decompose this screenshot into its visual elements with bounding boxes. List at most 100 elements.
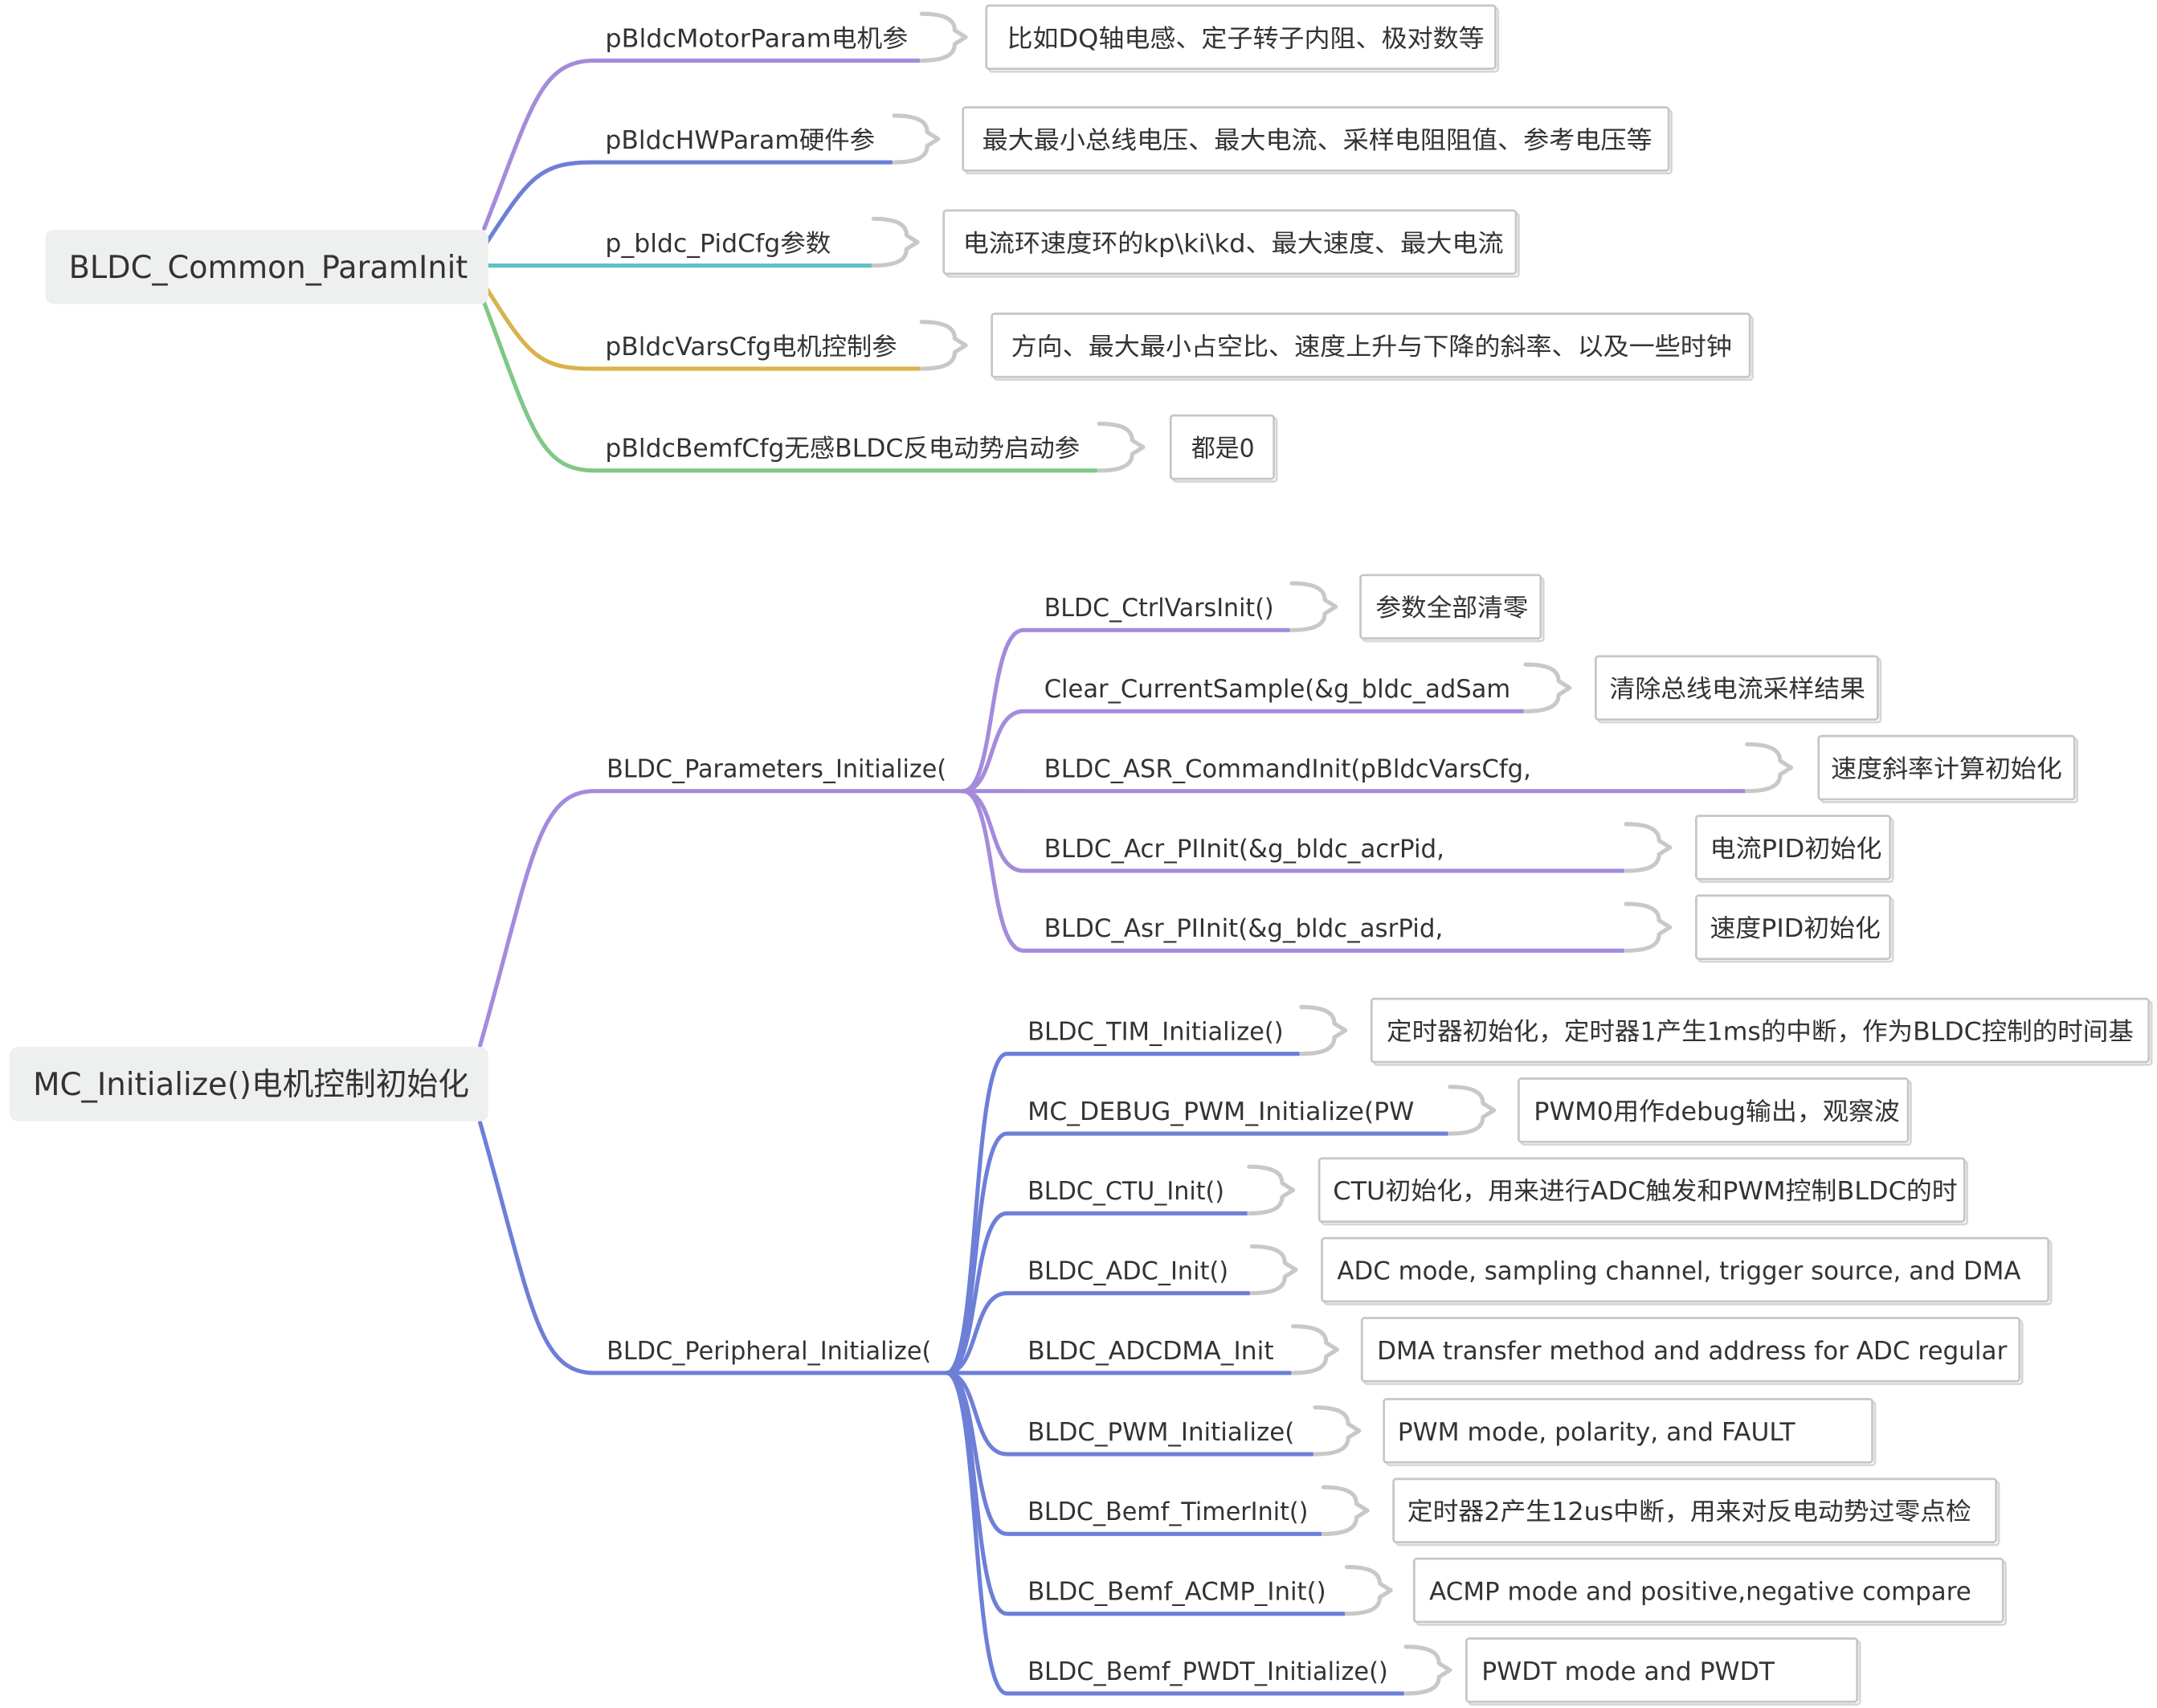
- note-brace: [1291, 1324, 1339, 1375]
- topic-label: pBldcHWParam硬件参: [605, 126, 875, 155]
- note-brace: [1745, 742, 1794, 794]
- branch-line-ctrlvarsinit: [961, 627, 1292, 794]
- note-brace: [1313, 1405, 1362, 1457]
- note-box-adc-init[interactable]: ADC mode, sampling channel, trigger sour…: [1321, 1236, 2053, 1306]
- note-box-clear-currentsample[interactable]: 清除总线电流采样结果: [1594, 655, 1882, 724]
- note-brace: [919, 11, 968, 63]
- topic-bldc-peripheral-initialize[interactable]: BLDC_Peripheral_Initialize(: [607, 1337, 931, 1366]
- root-topic-common-paraminit[interactable]: BLDC_Common_ParamInit: [45, 230, 488, 304]
- topic-label: BLDC_Bemf_TimerInit(): [1027, 1498, 1308, 1526]
- note-text: 清除总线电流采样结果: [1609, 675, 1865, 704]
- note-text: PWM0用作debug输出，观察波: [1534, 1097, 1899, 1126]
- topic-label: pBldcVarsCfg电机控制参: [605, 333, 897, 362]
- root-topic-label: BLDC_Common_ParamInit: [69, 249, 468, 286]
- topic-bldc-bemf-pwdt-initialize[interactable]: BLDC_Bemf_PWDT_Initialize(): [1027, 1657, 1388, 1686]
- topic-pbldcvarscfg[interactable]: pBldcVarsCfg电机控制参: [605, 333, 897, 362]
- topic-bldc-bemf-acmp-init[interactable]: BLDC_Bemf_ACMP_Init(): [1027, 1578, 1326, 1607]
- topic-label: BLDC_Parameters_Initialize(: [607, 755, 946, 784]
- note-box-ctrlvarsinit[interactable]: 参数全部清零: [1359, 574, 1545, 643]
- note-text: 速度斜率计算初始化: [1831, 755, 2062, 784]
- topic-bldc-ctu-init[interactable]: BLDC_CTU_Init(): [1027, 1177, 1224, 1206]
- note-box-varscfg[interactable]: 方向、最大最小占空比、速度上升与下降的斜率、以及一些时钟: [991, 313, 1754, 382]
- note-text: 电流环速度环的kp\ki\kd、最大速度、最大电流: [963, 229, 1504, 258]
- branch-line-adc-init: [944, 1291, 1252, 1375]
- topic-bldc-pwm-initialize[interactable]: BLDC_PWM_Initialize(: [1027, 1418, 1294, 1447]
- note-text: 最大最小总线电压、最大电流、采样电阻阻值、参考电压等: [982, 126, 1652, 155]
- branch-line-bemfcfg: [482, 300, 1099, 473]
- topic-bldc-acr-piinit[interactable]: BLDC_Acr_PIInit(&g_bldc_acrPid,: [1044, 835, 1444, 864]
- note-box-bemf-acmp-init[interactable]: ACMP mode and positive,negative compare: [1412, 1557, 2008, 1626]
- topic-bldc-adc-init[interactable]: BLDC_ADC_Init(): [1027, 1257, 1228, 1286]
- note-frame: [1317, 1157, 1966, 1224]
- topic-bldc-asr-commandinit[interactable]: BLDC_ASR_CommandInit(pBldcVarsCfg,: [1044, 755, 1531, 784]
- branch-line-ctu-init: [944, 1211, 1248, 1375]
- note-text: CTU初始化，用来进行ADC触发和PWM控制BLDC的时: [1333, 1177, 1957, 1206]
- note-frame: [1383, 1398, 1873, 1464]
- note-brace: [1249, 1244, 1298, 1296]
- note-box-bemf-pwdt-initialize[interactable]: PWDT mode and PWDT: [1465, 1637, 1861, 1706]
- topic-clear-currentsample[interactable]: Clear_CurrentSample(&g_bldc_adSam: [1044, 675, 1510, 704]
- note-frame: [1465, 1637, 1859, 1703]
- note-box-ctu-init[interactable]: CTU初始化，用来进行ADC触发和PWM控制BLDC的时: [1317, 1157, 1969, 1226]
- branch-line-peripheral: [478, 1120, 949, 1375]
- note-frame: [1694, 815, 1892, 881]
- note-text: DMA transfer method and address for ADC …: [1377, 1337, 2008, 1366]
- topic-label: BLDC_ADC_Init(): [1027, 1257, 1228, 1286]
- topic-pbldcmotorparam[interactable]: pBldcMotorParam电机参: [605, 24, 908, 53]
- topic-bldc-tim-initialize[interactable]: BLDC_TIM_Initialize(): [1027, 1018, 1284, 1047]
- topic-bldc-bemf-timerinit[interactable]: BLDC_Bemf_TimerInit(): [1027, 1498, 1308, 1526]
- note-brace: [1403, 1645, 1452, 1696]
- topic-label: BLDC_Asr_PIInit(&g_bldc_asrPid,: [1044, 914, 1444, 943]
- note-box-motorparam[interactable]: 比如DQ轴电感、定子转子内阻、极对数等: [985, 4, 1500, 73]
- note-box-tim-initialize[interactable]: 定时器初始化，定时器1产生1ms的中断，作为BLDC控制的时间基: [1370, 997, 2153, 1066]
- branch-line-asr-piinit: [961, 789, 1626, 953]
- topic-bldc-adcdma-init[interactable]: BLDC_ADCDMA_Init: [1027, 1337, 1274, 1366]
- note-text: 速度PID初始化: [1710, 914, 1880, 943]
- topic-label: BLDC_PWM_Initialize(: [1027, 1418, 1294, 1447]
- note-box-bemfcfg[interactable]: 都是0: [1169, 414, 1278, 483]
- note-frame: [1360, 1317, 2021, 1383]
- note-frame: [985, 4, 1497, 71]
- root-topic-mc-initialize[interactable]: MC_Initialize()电机控制初始化: [9, 1047, 488, 1122]
- note-box-asr-commandinit[interactable]: 速度斜率计算初始化: [1817, 734, 2079, 803]
- note-box-asr-piinit[interactable]: 速度PID初始化: [1694, 894, 1894, 963]
- note-frame: [1518, 1077, 1910, 1143]
- note-box-hwparam[interactable]: 最大最小总线电压、最大电流、采样电阻阻值、参考电压等: [962, 106, 1673, 175]
- topic-bldc-ctrlvarsinit[interactable]: BLDC_CtrlVarsInit(): [1044, 594, 1274, 623]
- topic-pbldchwparam[interactable]: pBldcHWParam硬件参: [605, 126, 875, 155]
- note-frame: [962, 106, 1670, 172]
- topic-pbldcbemfcfg[interactable]: pBldcBemfCfg无感BLDC反电动势启动参: [605, 435, 1080, 464]
- map-common-paraminit: BLDC_Common_ParamInit pBldcMotorParam电机参…: [45, 4, 1754, 483]
- topic-bldc-asr-piinit[interactable]: BLDC_Asr_PIInit(&g_bldc_asrPid,: [1044, 914, 1444, 943]
- topic-p-bldc-pidcfg[interactable]: p_bldc_PidCfg参数: [605, 229, 831, 258]
- note-box-acr-piinit[interactable]: 电流PID初始化: [1694, 815, 1894, 884]
- note-frame: [1370, 997, 2151, 1064]
- topic-label: BLDC_Peripheral_Initialize(: [607, 1337, 931, 1366]
- note-frame: [942, 209, 1518, 276]
- note-box-pidcfg[interactable]: 电流环速度环的kp\ki\kd、最大速度、最大电流: [942, 209, 1520, 278]
- note-box-adcdma-init[interactable]: DMA transfer method and address for ADC …: [1360, 1317, 2024, 1386]
- branch-line-bemf-pwdt-initialize: [944, 1371, 1406, 1696]
- note-text: 方向、最大最小占空比、速度上升与下降的斜率、以及一些时钟: [1011, 333, 1732, 362]
- note-box-bemf-timerinit[interactable]: 定时器2产生12us中断，用来对反电动势过零点检: [1392, 1477, 2000, 1547]
- branch-line-motorparam: [482, 58, 921, 231]
- root-topic-box: [45, 230, 488, 304]
- note-text: 电流PID初始化: [1710, 835, 1881, 864]
- note-frame: [1169, 414, 1276, 480]
- note-text: ACMP mode and positive,negative compare: [1429, 1578, 1971, 1607]
- topic-label: BLDC_Acr_PIInit(&g_bldc_acrPid,: [1044, 835, 1444, 864]
- topic-label: BLDC_ADCDMA_Init: [1027, 1337, 1274, 1366]
- note-text: 定时器初始化，定时器1产生1ms的中断，作为BLDC控制的时间基: [1387, 1018, 2134, 1047]
- note-brace: [871, 216, 920, 268]
- note-text: 比如DQ轴电感、定子转子内阻、极对数等: [1007, 24, 1484, 53]
- topic-label: BLDC_CTU_Init(): [1027, 1177, 1224, 1206]
- note-box-debug-pwm[interactable]: PWM0用作debug输出，观察波: [1518, 1077, 1912, 1146]
- topic-bldc-parameters-initialize[interactable]: BLDC_Parameters_Initialize(: [607, 755, 946, 784]
- topic-label: MC_DEBUG_PWM_Initialize(PW: [1027, 1097, 1414, 1126]
- note-box-pwm-initialize[interactable]: PWM mode, polarity, and FAULT: [1383, 1398, 1877, 1467]
- note-brace: [1321, 1485, 1370, 1536]
- topic-mc-debug-pwm-initialize[interactable]: MC_DEBUG_PWM_Initialize(PW: [1027, 1097, 1414, 1126]
- note-brace: [1097, 421, 1146, 473]
- note-text: PWDT mode and PWDT: [1481, 1657, 1775, 1686]
